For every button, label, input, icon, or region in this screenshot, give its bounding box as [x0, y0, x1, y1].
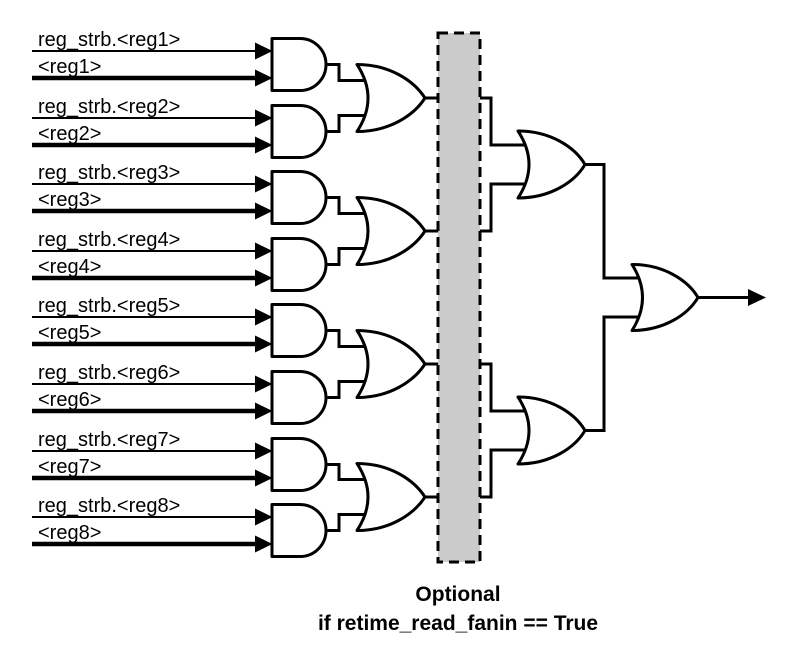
- and-gate-5: [270, 303, 328, 358]
- or-gate-stage2-4: [355, 462, 427, 532]
- wire: [585, 163, 656, 280]
- and-gates: [270, 37, 328, 558]
- arrowhead-icon: [255, 402, 273, 420]
- and-gate-2: [270, 104, 328, 159]
- arrowhead-icon: [255, 335, 273, 353]
- value-label: <reg1>: [38, 56, 101, 78]
- or-gate-final: [630, 263, 700, 332]
- and-gate-4: [270, 237, 328, 292]
- wire: [326, 513, 376, 532]
- and-gate-6: [270, 370, 328, 425]
- strobe-label: reg_strb.<reg7>: [38, 429, 180, 451]
- value-label: <reg3>: [38, 189, 101, 211]
- or-gate-stage2-3: [355, 329, 427, 399]
- output-arrowhead-icon: [748, 289, 766, 306]
- wire: [585, 315, 656, 432]
- value-label: <reg2>: [38, 123, 101, 145]
- caption-line1: Optional: [415, 583, 500, 606]
- or-gate-stage3-bottom: [516, 395, 587, 466]
- value-label: <reg6>: [38, 389, 101, 411]
- input-labels: reg_strb.<reg1> <reg1> reg_strb.<reg2> <…: [38, 29, 180, 544]
- or-gates-stage3: [516, 129, 587, 466]
- strobe-label: reg_strb.<reg6>: [38, 362, 180, 384]
- arrowhead-icon: [255, 175, 273, 193]
- or-gate-stage3-top: [516, 129, 587, 200]
- arrowhead-icon: [255, 442, 273, 460]
- or-gate-stage2-2: [355, 196, 427, 266]
- strobe-label: reg_strb.<reg8>: [38, 495, 180, 517]
- strobe-label: reg_strb.<reg4>: [38, 229, 180, 251]
- wire: [326, 380, 376, 399]
- value-label: <reg8>: [38, 522, 101, 544]
- and-gate-7: [270, 437, 328, 492]
- wire: [326, 329, 376, 348]
- wire: [326, 196, 376, 215]
- and-gate-3: [270, 170, 328, 225]
- strobe-label: reg_strb.<reg3>: [38, 162, 180, 184]
- and-gate-1: [270, 37, 328, 92]
- arrowhead-icon: [255, 69, 273, 87]
- wire: [326, 114, 376, 133]
- optional-retime-region: [436, 31, 482, 564]
- and-gate-8: [270, 503, 328, 558]
- arrowhead-icon: [255, 375, 273, 393]
- strobe-label: reg_strb.<reg5>: [38, 295, 180, 317]
- wire: [326, 463, 376, 481]
- arrowhead-icon: [255, 508, 273, 526]
- wire: [326, 247, 376, 266]
- value-label: <reg4>: [38, 256, 101, 278]
- value-label: <reg7>: [38, 456, 101, 478]
- arrowhead-icon: [255, 469, 273, 487]
- value-label: <reg5>: [38, 322, 101, 344]
- arrowhead-icon: [255, 42, 273, 60]
- arrowhead-icon: [255, 535, 273, 553]
- arrowhead-icon: [255, 136, 273, 154]
- wire: [326, 63, 376, 82]
- input-lines: [32, 42, 273, 553]
- strobe-label: reg_strb.<reg1>: [38, 29, 180, 51]
- caption-line2: if retime_read_fanin == True: [318, 612, 598, 635]
- strobe-label: reg_strb.<reg2>: [38, 96, 180, 118]
- arrowhead-icon: [255, 109, 273, 127]
- or-gate-stage2-1: [355, 63, 427, 133]
- or-gates-stage2: [355, 63, 427, 532]
- arrowhead-icon: [255, 308, 273, 326]
- caption: Optional if retime_read_fanin == True: [318, 583, 598, 635]
- arrowhead-icon: [255, 242, 273, 260]
- arrowhead-icon: [255, 269, 273, 287]
- arrowhead-icon: [255, 202, 273, 220]
